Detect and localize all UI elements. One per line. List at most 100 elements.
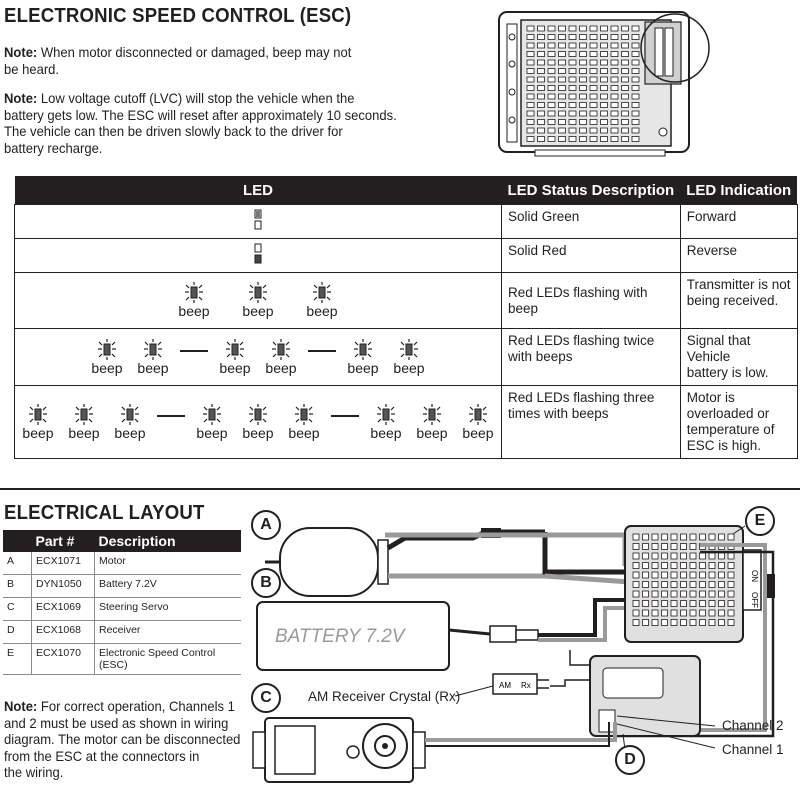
indication-cell: Reverse xyxy=(679,238,798,273)
led-cell: beep beep beep xyxy=(14,272,502,329)
receiver xyxy=(589,655,701,737)
beep-indicator: beep xyxy=(84,338,130,376)
beep-label: beep xyxy=(196,424,228,441)
pause-dash xyxy=(180,350,208,352)
flashing-led-icon xyxy=(313,282,331,303)
beep-label: beep xyxy=(242,424,274,441)
beep-indicator: beep xyxy=(107,403,153,441)
flashing-led-icon xyxy=(75,403,93,425)
beep-indicator: beep xyxy=(162,282,226,319)
beep-label: beep xyxy=(288,424,320,441)
svg-text:ON: ON xyxy=(750,570,759,582)
status-cell: Red LEDs flashing with beep xyxy=(501,272,681,329)
callout-d: D xyxy=(615,745,645,775)
beep-label: beep xyxy=(347,359,379,376)
flashing-led-icon xyxy=(121,403,139,425)
beep-label: beep xyxy=(91,359,123,376)
beep-label: beep xyxy=(219,359,251,376)
led-status-table: LED LED Status Description LED Indicatio… xyxy=(14,176,798,459)
callout-e: E xyxy=(745,506,775,536)
battery: BATTERY 7.2V xyxy=(256,601,539,671)
beep-indicator: beep xyxy=(290,282,354,319)
pause-dash xyxy=(157,415,185,417)
beep-label: beep xyxy=(306,303,338,319)
led-cell: beep beep beep beep beep beep xyxy=(14,328,502,386)
channel-2-label: Channel 2 xyxy=(722,718,784,733)
led-cell xyxy=(14,204,502,239)
flashing-led-icon xyxy=(29,403,47,425)
beep-label: beep xyxy=(393,359,425,376)
flashing-led-icon xyxy=(203,403,221,425)
battery-label: BATTERY 7.2V xyxy=(275,626,407,647)
table-row: Solid Red Reverse xyxy=(14,238,798,273)
flashing-led-icon xyxy=(272,338,290,360)
channel-1-label: Channel 1 xyxy=(722,742,784,757)
esc-note-2: Note: Low voltage cutoff (LVC) will stop… xyxy=(4,90,397,156)
flashing-led-icon xyxy=(377,403,395,425)
beep-sequence: beep beep beep xyxy=(162,282,354,319)
beep-label: beep xyxy=(370,424,402,441)
motor xyxy=(265,527,389,597)
solid-green-led-icon xyxy=(254,209,262,229)
indication-header: LED Indication xyxy=(680,176,798,205)
steering-servo xyxy=(252,717,426,783)
beep-indicator: beep xyxy=(409,403,455,441)
flashing-led-icon xyxy=(98,338,116,360)
status-cell: Solid Green xyxy=(501,204,681,239)
flashing-led-icon xyxy=(144,338,162,360)
pause-dash xyxy=(308,350,336,352)
wiring-diagram: BATTERY 7.2V ON OFF AM Rx xyxy=(252,525,775,783)
callout-a: A xyxy=(251,510,281,540)
layout-title: ELECTRICAL LAYOUT xyxy=(4,502,205,524)
beep-indicator: beep xyxy=(235,403,281,441)
beep-indicator: beep xyxy=(281,403,327,441)
beep-indicator: beep xyxy=(130,338,176,376)
beep-label: beep xyxy=(68,424,100,441)
beep-indicator: beep xyxy=(340,338,386,376)
status-header: LED Status Description xyxy=(501,176,681,205)
beep-indicator: beep xyxy=(189,403,235,441)
beep-indicator: beep xyxy=(455,403,501,441)
part-number-header: Part # xyxy=(31,530,95,552)
beep-indicator: beep xyxy=(258,338,304,376)
callout-b: B xyxy=(251,568,281,598)
svg-text:AM: AM xyxy=(499,681,511,690)
beep-label: beep xyxy=(416,424,448,441)
callout-c: C xyxy=(251,683,281,713)
am-receiver-crystal: AM Rx xyxy=(492,673,549,695)
beep-indicator: beep xyxy=(363,403,409,441)
flashing-led-icon xyxy=(249,282,267,303)
flashing-led-icon xyxy=(249,403,267,425)
table-row: Solid Green Forward xyxy=(14,204,798,239)
flashing-led-icon xyxy=(354,338,372,360)
flashing-led-icon xyxy=(185,282,203,303)
flashing-led-icon xyxy=(400,338,418,360)
beep-indicator: beep xyxy=(61,403,107,441)
beep-sequence: beep beep beep beep beep beep xyxy=(84,338,432,376)
solid-red-led-icon xyxy=(254,243,262,263)
beep-label: beep xyxy=(265,359,297,376)
flashing-led-icon xyxy=(226,338,244,360)
beep-label: beep xyxy=(137,359,169,376)
flashing-led-icon xyxy=(295,403,313,425)
beep-indicator: beep xyxy=(226,282,290,319)
esc-note-1: Note: When motor disconnected or damaged… xyxy=(4,44,352,77)
svg-text:OFF: OFF xyxy=(750,592,759,608)
beep-indicator: beep xyxy=(212,338,258,376)
beep-label: beep xyxy=(242,303,274,319)
beep-label: beep xyxy=(114,424,146,441)
description-header: Description xyxy=(94,530,241,552)
pause-dash xyxy=(331,415,359,417)
svg-text:Rx: Rx xyxy=(521,681,531,690)
